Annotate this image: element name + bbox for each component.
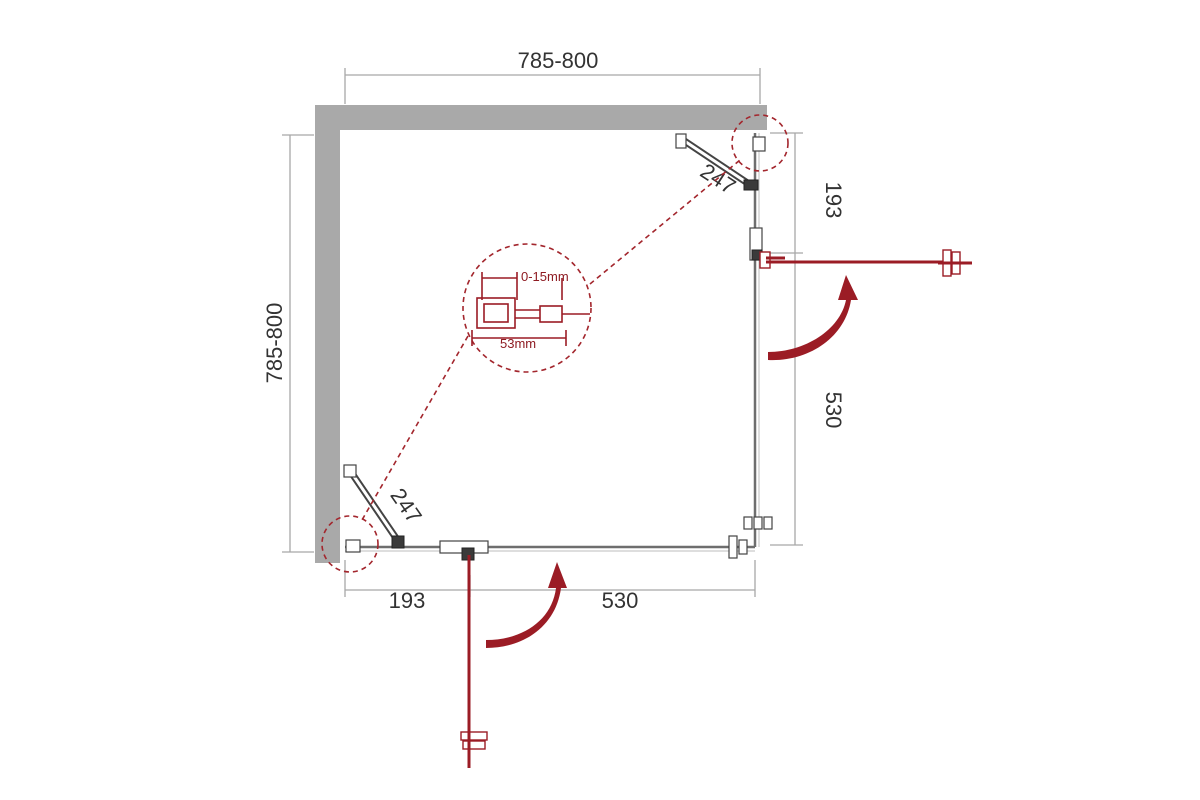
bottom-corner-fixing [345, 539, 361, 553]
glass-panels [345, 133, 760, 552]
right-door-open [759, 249, 972, 277]
left-dimension: 785-800 [262, 134, 314, 553]
corner-knobs [728, 516, 773, 559]
left-height-label: 785-800 [262, 303, 287, 384]
bottom-door-open [460, 555, 488, 768]
bottom-corner-callout [321, 515, 379, 573]
top-wall [315, 105, 767, 130]
top-corner-callout [731, 114, 789, 172]
top-width-label: 785-800 [518, 48, 599, 73]
right-door-swing-arrow [768, 275, 858, 361]
bottom-door-swing-arrow [486, 562, 567, 648]
bottom-left-label: 193 [389, 588, 426, 613]
right-lower-label: 530 [821, 392, 846, 429]
detail-callout [462, 243, 592, 373]
profile-detail: 0-15mm 53mm [471, 269, 590, 351]
bottom-right-label: 530 [602, 588, 639, 613]
top-dimension: 785-800 [344, 48, 761, 104]
bottom-brace-label: 247 [385, 483, 427, 527]
profile-width-label: 53mm [500, 336, 536, 351]
right-upper-label: 193 [821, 182, 846, 219]
right-door-hinge [749, 227, 763, 261]
top-corner-fixing [752, 136, 766, 152]
adjust-range-label: 0-15mm [521, 269, 569, 284]
top-brace: 247 [675, 133, 759, 199]
right-dimension: 193 530 [770, 132, 846, 546]
bottom-door-hinge [439, 540, 489, 561]
left-wall [315, 105, 340, 563]
bottom-brace: 247 [343, 464, 427, 549]
